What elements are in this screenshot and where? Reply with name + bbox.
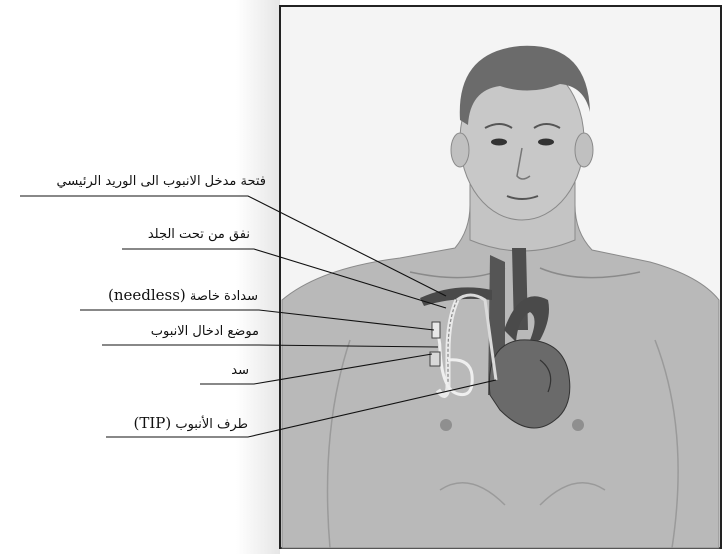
background-strip — [236, 0, 280, 554]
label-tip-english: (TIP) — [133, 414, 171, 432]
label-clamp: سد — [231, 363, 249, 378]
right-ear — [575, 133, 593, 167]
label-tip-arabic: طرف الأنبوب — [175, 417, 248, 432]
left-eye — [491, 139, 507, 146]
right-eye — [538, 139, 554, 146]
label-insertion-site: موضع ادخال الانبوب — [151, 324, 259, 339]
left-nipple — [440, 419, 452, 431]
label-needleless-cap-arabic: سدادة خاصة — [190, 289, 258, 304]
label-cvc-entry: فتحة مدخل الانبوب الى الوريد الرئيسي — [57, 174, 267, 189]
right-nipple — [572, 419, 584, 431]
label-tip: طرف الأنبوب (TIP) — [133, 414, 248, 432]
label-needleless-cap-english: (needless) — [108, 286, 186, 304]
label-needleless-cap: سدادة خاصة (needless) — [108, 286, 258, 304]
left-ear — [451, 133, 469, 167]
label-tunnel: نفق من تحت الجلد — [148, 227, 250, 242]
